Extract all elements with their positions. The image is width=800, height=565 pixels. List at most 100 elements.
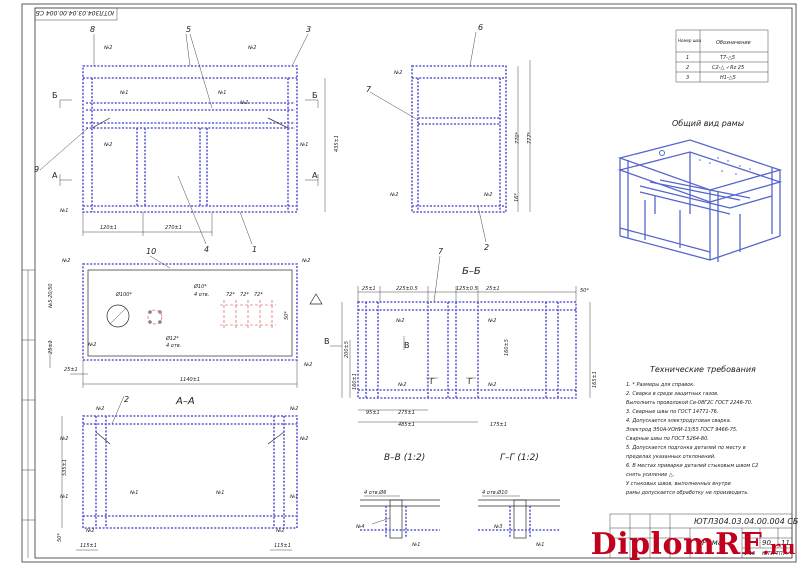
weld-label-front-5: №2 <box>239 100 248 106</box>
view-title-aa: А–А <box>175 396 195 407</box>
weld-label-top-4: №2 <box>87 342 96 348</box>
dim-bb-b2: 275±1 <box>398 410 415 416</box>
tech-req-item: 6. В местах приварки деталей стыковым шв… <box>626 463 758 469</box>
weld-label-aa-1: №2 <box>95 406 104 412</box>
section-mark-b-right: Б <box>312 91 318 100</box>
dim-front-w2: 270±1 <box>165 225 182 231</box>
callout-7-bb: 7 <box>438 247 444 256</box>
section-mark-g-right: Г <box>468 377 473 386</box>
weld-label-aa-5: №1 <box>59 494 68 500</box>
dim-front-h: 435±1 <box>334 135 340 152</box>
dim-aa-b1: 50* <box>57 533 63 542</box>
dim-gg-label: 4 отв.Ø10 <box>482 489 508 496</box>
dim-bb-t4: 25±1 <box>486 286 500 292</box>
section-mark-g-left: Г <box>430 377 435 386</box>
weld-label-aa-6: №1 <box>129 490 138 496</box>
section-mark-b-left: Б <box>52 91 58 100</box>
top-view <box>49 255 323 388</box>
tech-req-item: Электрод Э50А-УОНИ-13/55 ГОСТ 9466-75. <box>625 427 738 433</box>
tech-req-item: рамы допускается обработку не производит… <box>625 490 749 496</box>
isometric-holes <box>659 150 751 175</box>
weld-label-front-6: №2 <box>103 142 112 148</box>
watermark-logo: DiplomRF.ru <box>591 527 796 562</box>
title-block-mass: 90 <box>762 539 771 547</box>
title-block-org: ЮТИ ТПУ <box>762 551 787 557</box>
section-bb <box>330 255 591 423</box>
dim-top-g2: 72* <box>240 292 249 298</box>
callout-8: 8 <box>90 25 95 34</box>
weld-label-front-2: №2 <box>247 45 256 51</box>
tech-req-item: У стыковых швов, выполненных внутри <box>626 481 732 487</box>
tech-req-item: 5. Допускается подгонка деталей по месту… <box>626 445 746 451</box>
binding-strip <box>22 269 35 558</box>
dim-top-left1: 25±1 <box>48 340 54 354</box>
dim-bb-b4: 175±1 <box>490 422 507 428</box>
tech-req-item: пределах указанных отклонений. <box>626 454 716 460</box>
dim-top-len: 1140±1 <box>180 377 200 383</box>
weld-label-front-4: №1 <box>217 90 226 96</box>
inner-border <box>34 7 793 559</box>
callout-2-aa: 2 <box>124 395 129 404</box>
weld-label-side-3: №2 <box>483 192 492 198</box>
weld-table <box>675 29 769 83</box>
weld-label-front-7: №1 <box>59 208 68 214</box>
tech-req-item: 2. Сварка в среде защитных газов. <box>626 391 719 397</box>
dim-top-d1: Ø100* <box>115 291 132 298</box>
title-block <box>609 513 793 559</box>
weld-label-aa-7: №1 <box>215 490 224 496</box>
isometric-frame <box>617 139 783 262</box>
section-gg <box>478 495 560 539</box>
tech-req-item: 3. Сварные швы по ГОСТ 14771-76. <box>626 409 718 415</box>
weld-label-front-8: №1 <box>299 142 308 148</box>
weld-table-head-1: Номер шва <box>678 38 702 43</box>
dim-bb-r1: 160±5 <box>504 339 510 356</box>
weld-table-head-2: Обозначение <box>716 40 751 46</box>
weld-label-front-1: №2 <box>103 45 112 51</box>
weld-label-bb-4: №2 <box>487 382 496 388</box>
weld-label-aa-2: №2 <box>289 406 298 412</box>
sheet-border <box>21 3 797 563</box>
top-stamp-box <box>34 7 118 21</box>
section-mark-a-left: А <box>52 171 58 180</box>
dim-bb-b1: 95±1 <box>366 410 380 416</box>
weld-label-aa-4: №2 <box>299 436 308 442</box>
side-view <box>369 31 531 243</box>
weld-label-front-3: №1 <box>119 90 128 96</box>
general-view-title: Общий вид рамы <box>672 119 744 128</box>
dim-bb-b3: 485±1 <box>398 422 415 428</box>
weld-label-top-1: №2 <box>61 258 70 264</box>
dim-aa-b2: 115±1 <box>80 543 97 549</box>
tech-req-item: 1. * Размеры для справок. <box>626 382 695 388</box>
title-block-sheet: 11 <box>781 539 790 547</box>
front-view <box>39 33 326 245</box>
callout-10: 10 <box>146 247 156 256</box>
callout-3: 3 <box>306 25 311 34</box>
tech-req-item: 4. Допускается электродуговая сварка. <box>626 418 731 424</box>
weld-table-row-1-num: 1 <box>686 55 689 61</box>
dim-side-h1: 770* <box>515 131 521 144</box>
title-block-scale: 1:10 <box>744 551 755 557</box>
top-stamp-text: ЮТЛ304.03.04.00.004 СБ <box>36 9 114 16</box>
dim-bb-l2: 160±1 <box>352 373 358 390</box>
dim-top-left2: 25±1 <box>64 367 78 373</box>
watermark-main: DiplomRF <box>590 527 763 562</box>
dim-bb-l1: 200±5 <box>344 341 350 358</box>
dim-side-h3: 16* <box>514 193 520 202</box>
callout-2-side: 2 <box>484 243 489 252</box>
dim-bb-t1: 25±1 <box>362 286 376 292</box>
view-title-vv: В–В (1:2) <box>384 453 425 463</box>
weld-label-vv-1: №4 <box>355 524 364 530</box>
dim-top-d2: Ø10* <box>193 283 207 290</box>
callout-7-side: 7 <box>366 85 372 94</box>
watermark-suffix: .ru <box>762 535 796 559</box>
view-title-bb: Б–Б <box>462 266 481 277</box>
dim-bb-t2: 225±0.5 <box>396 286 418 292</box>
dim-aa-b3: 115±1 <box>274 543 291 549</box>
view-title-gg: Г–Г (1:2) <box>500 453 539 463</box>
dim-vv-label: 4 отв.Ø6 <box>364 489 386 496</box>
weld-label-gg-1: №3 <box>493 524 502 530</box>
weld-table-row-3-num: 3 <box>686 75 689 81</box>
dim-front-w1: 120±1 <box>100 225 117 231</box>
weld-label-aa-10: №2 <box>275 528 284 534</box>
